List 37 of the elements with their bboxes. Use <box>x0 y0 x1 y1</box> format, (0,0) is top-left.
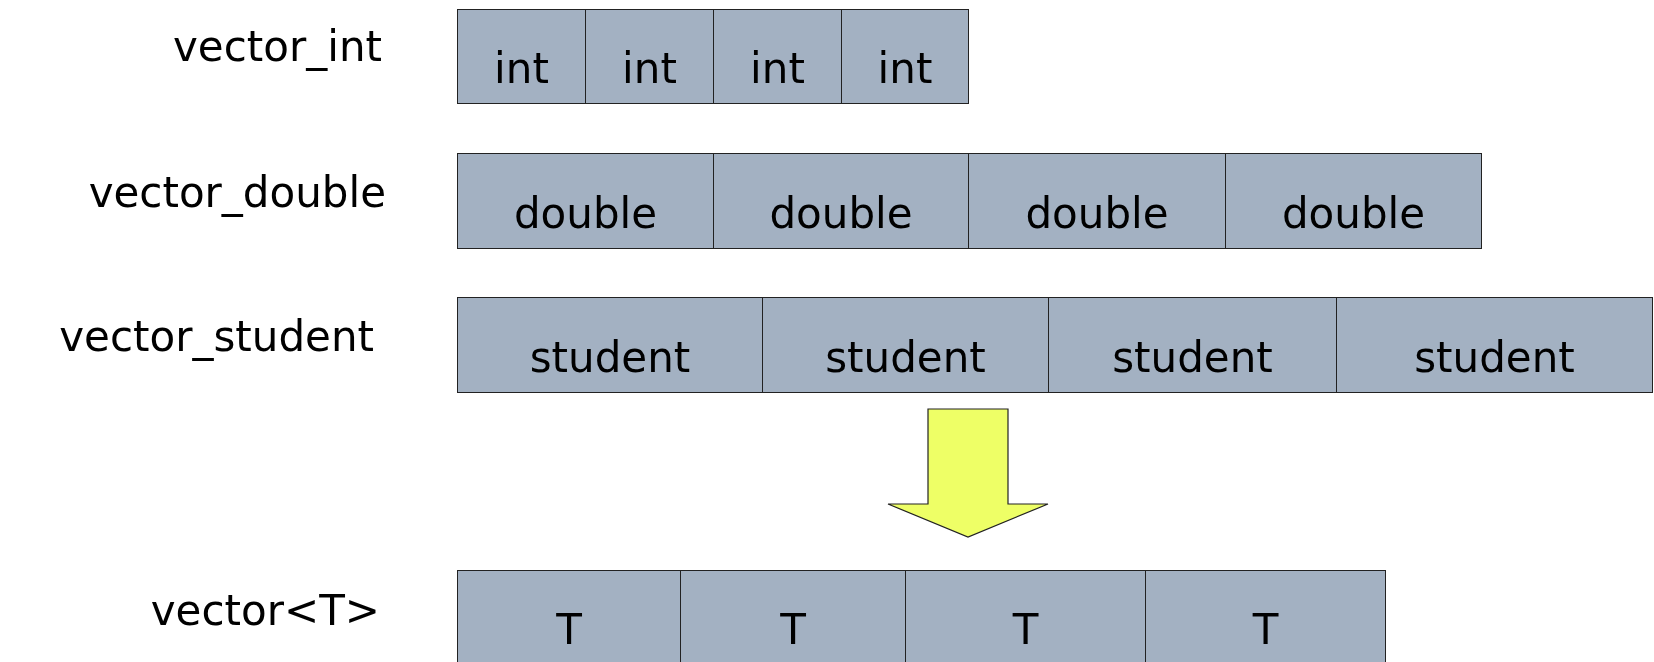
array-cell <box>1048 297 1337 393</box>
type-name: student <box>1414 333 1575 382</box>
type-name: student <box>1112 333 1273 382</box>
array-cell <box>1225 153 1482 249</box>
array-cell <box>1336 297 1653 393</box>
array-cell <box>585 9 714 104</box>
type-name: int <box>877 44 933 93</box>
type-name: double <box>1025 189 1169 238</box>
array-cell <box>680 570 906 662</box>
type-name: T <box>556 605 582 654</box>
row-label: vector_double <box>88 168 386 217</box>
row-label: vector<T> <box>150 586 380 635</box>
type-name: int <box>750 44 805 93</box>
type-name: T <box>1252 605 1279 654</box>
type-name: double <box>1281 189 1426 238</box>
type-name: double <box>769 189 913 238</box>
array-cell <box>457 9 586 104</box>
row-label: vector_int <box>173 22 382 71</box>
type-name: int <box>494 44 549 93</box>
array-cell <box>905 570 1146 662</box>
block-arrow <box>887 408 1049 538</box>
array-cell <box>457 297 763 393</box>
array-cell <box>1145 570 1386 662</box>
array-cell <box>841 9 969 104</box>
type-name: double <box>513 189 658 238</box>
type-name: student <box>825 333 986 382</box>
array-cell <box>457 570 681 662</box>
type-name: int <box>622 44 677 93</box>
row-label: vector_student <box>59 312 374 361</box>
type-name: student <box>529 333 691 382</box>
type-name: T <box>1012 605 1039 654</box>
array-cell <box>762 297 1049 393</box>
array-cell <box>713 153 969 249</box>
array-cell <box>713 9 842 104</box>
type-name: T <box>780 605 806 654</box>
array-cell <box>968 153 1226 249</box>
array-cell <box>457 153 714 249</box>
